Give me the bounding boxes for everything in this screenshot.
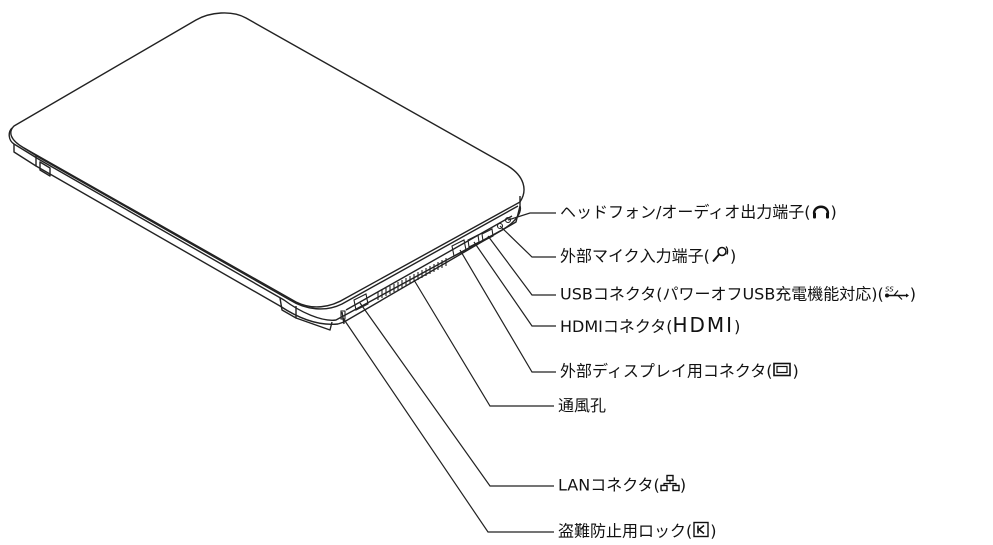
leader-lan	[359, 302, 554, 487]
vent-slots	[377, 258, 447, 300]
laptop-lid-outline	[10, 12, 525, 308]
lan-port	[353, 293, 369, 311]
leader-mic	[499, 225, 556, 258]
mic-jack	[496, 222, 504, 230]
callout-headphone: ヘッドフォン/オーディオ出力端子()	[560, 201, 837, 226]
laptop-illustration	[8, 12, 525, 331]
callout-vent: 通風孔	[558, 396, 607, 415]
callout-mic: 外部マイク入力端子()	[560, 245, 736, 270]
callout-lan: LANコネクタ()	[558, 474, 686, 498]
headphone-jack	[504, 216, 512, 224]
usb-port	[481, 228, 494, 242]
leader-lock	[342, 317, 554, 533]
usb-ss-icon: SS	[884, 284, 910, 307]
leader-vent	[413, 279, 554, 407]
leader-usb	[487, 235, 556, 296]
hdmi-port	[467, 234, 480, 248]
leader-vga	[459, 249, 556, 373]
leader-lines	[342, 212, 556, 533]
leader-hdmi	[473, 241, 556, 327]
kensington-lock-icon	[692, 521, 710, 544]
laptop-lid-edge	[23, 147, 519, 310]
microphone-icon	[710, 245, 730, 270]
hdmi-logo-icon: HDMI	[672, 313, 735, 337]
vga-port	[451, 239, 467, 257]
lan-icon	[660, 474, 680, 498]
headphone-icon	[811, 201, 831, 226]
callout-vga: 外部ディスプレイ用コネクタ()	[560, 361, 799, 384]
display-icon	[772, 361, 792, 384]
svg-text:SS: SS	[885, 286, 894, 294]
callout-lock: 盗難防止用ロック()	[558, 521, 717, 544]
laptop-base-outline	[8, 127, 522, 321]
callout-usb: USBコネクタ(パワーオフUSB充電機能対応)(SS)	[560, 284, 916, 307]
port-details	[340, 216, 512, 320]
callout-hdmi: HDMIコネクタ(HDMI)	[560, 313, 741, 337]
leader-headphone	[507, 212, 556, 221]
